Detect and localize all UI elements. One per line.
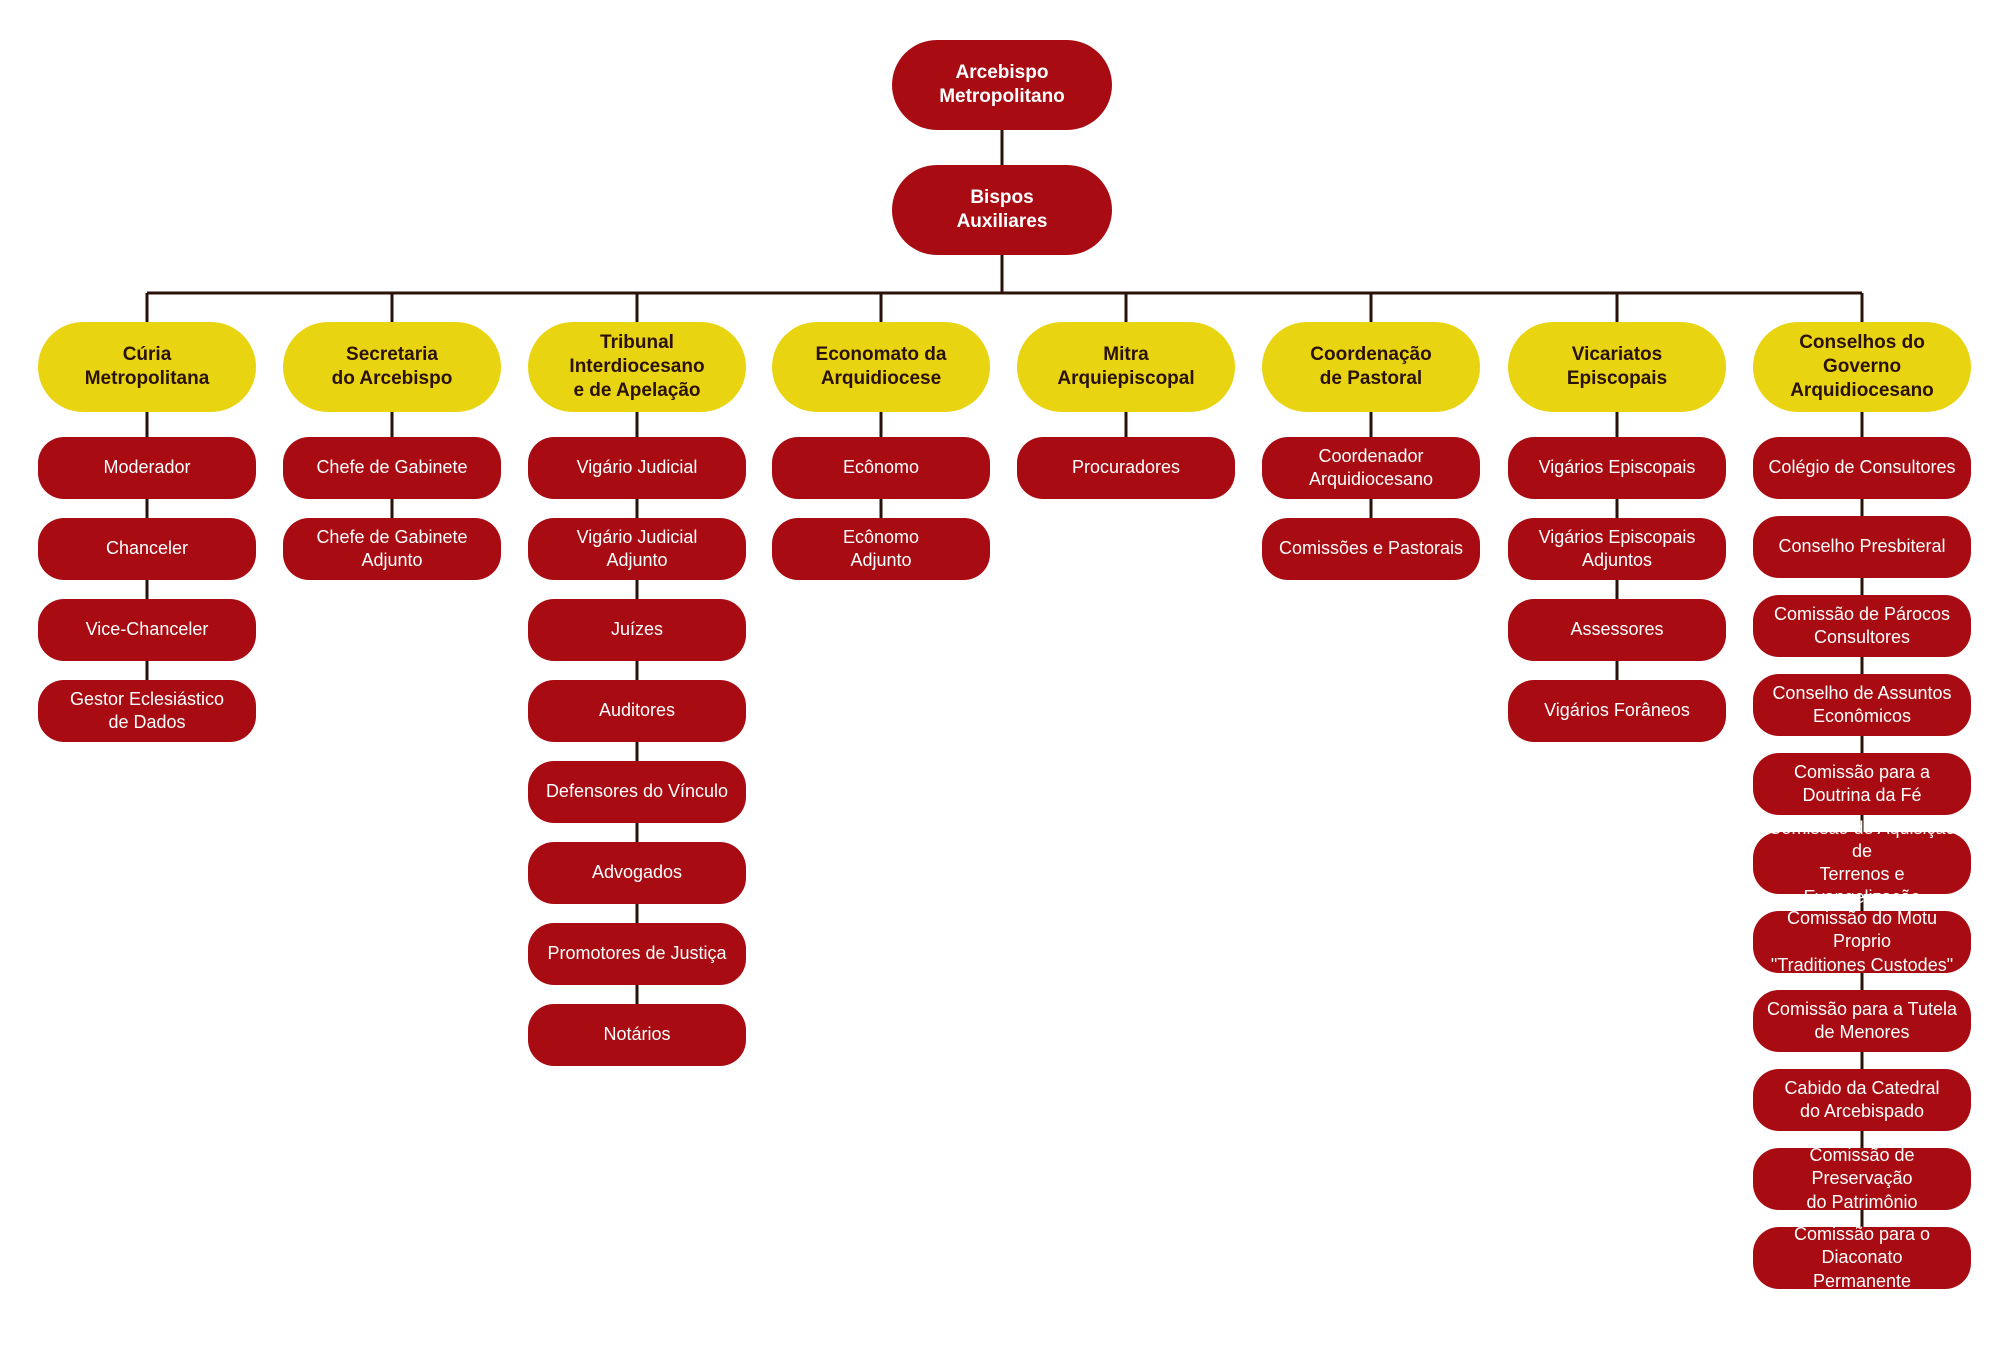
sub-node-colegio-de-consultores: Colégio de Consultores — [1753, 437, 1971, 499]
department-conselhos-do-governo-arquidiocesano: Conselhos do Governo Arquidiocesano — [1753, 322, 1971, 412]
sub-node-comissao-do-motu-proprio-traditiones-custodes: Comissão do Motu Proprio "Traditiones Cu… — [1753, 908, 1971, 975]
sub-node-economo: Ecônomo — [772, 437, 990, 499]
sub-node-cabido-da-catedral-do-arcebispado: Cabido da Catedral do Arcebispado — [1753, 1069, 1971, 1131]
sub-node-vigarios-episcopais-adjuntos: Vigários Episcopais Adjuntos — [1508, 518, 1726, 580]
sub-node-promotores-de-justica: Promotores de Justiça — [528, 923, 746, 985]
sub-node-vigarios-foraneos: Vigários Forâneos — [1508, 680, 1726, 742]
department-secretaria-do-arcebispo: Secretaria do Arcebispo — [283, 322, 501, 412]
sub-node-chefe-de-gabinete: Chefe de Gabinete — [283, 437, 501, 499]
department-tribunal-interdiocesano-e-de-apelacao: Tribunal Interdiocesano e de Apelação — [528, 322, 746, 412]
sub-node-comissao-de-preservacao-do-patrimonio: Comissão de Preservação do Patrimônio — [1753, 1145, 1971, 1212]
sub-node-advogados: Advogados — [528, 842, 746, 904]
sub-node-comissao-de-parocos-consultores: Comissão de Párocos Consultores — [1753, 595, 1971, 657]
sub-node-notarios: Notários — [528, 1004, 746, 1066]
sub-node-vigario-judicial: Vigário Judicial — [528, 437, 746, 499]
top-node-bispos-auxiliares: Bispos Auxiliares — [892, 165, 1112, 255]
sub-node-coordenador-arquidiocesano: Coordenador Arquidiocesano — [1262, 437, 1480, 499]
sub-node-gestor-eclesiastico-de-dados: Gestor Eclesiástico de Dados — [38, 680, 256, 742]
sub-node-chefe-de-gabinete-adjunto: Chefe de Gabinete Adjunto — [283, 518, 501, 580]
department-mitra-arquiepiscopal: Mitra Arquiepiscopal — [1017, 322, 1235, 412]
sub-node-conselho-de-assuntos-economicos: Conselho de Assuntos Econômicos — [1753, 674, 1971, 736]
department-vicariatos-episcopais: Vicariatos Episcopais — [1508, 322, 1726, 412]
department-coordenacao-de-pastoral: Coordenação de Pastoral — [1262, 322, 1480, 412]
sub-node-vice-chanceler: Vice-Chanceler — [38, 599, 256, 661]
top-node-arcebispo-metropolitano: Arcebispo Metropolitano — [892, 40, 1112, 130]
sub-node-comissoes-e-pastorais: Comissões e Pastorais — [1262, 518, 1480, 580]
sub-node-auditores: Auditores — [528, 680, 746, 742]
sub-node-comissao-para-a-tutela-de-menores: Comissão para a Tutela de Menores — [1753, 990, 1971, 1052]
sub-node-conselho-presbiteral: Conselho Presbiteral — [1753, 516, 1971, 578]
sub-node-comissao-de-aquisicao-de-terrenos-e-evangelizacao: Comissão de Aquisição de Terrenos e Evan… — [1753, 818, 1971, 907]
sub-node-juizes: Juízes — [528, 599, 746, 661]
department-curia-metropolitana: Cúria Metropolitana — [38, 322, 256, 412]
sub-node-procuradores: Procuradores — [1017, 437, 1235, 499]
sub-node-economo-adjunto: Ecônomo Adjunto — [772, 518, 990, 580]
sub-node-vigario-judicial-adjunto: Vigário Judicial Adjunto — [528, 518, 746, 580]
sub-node-defensores-do-vinculo: Defensores do Vínculo — [528, 761, 746, 823]
sub-node-moderador: Moderador — [38, 437, 256, 499]
sub-node-chanceler: Chanceler — [38, 518, 256, 580]
sub-node-assessores: Assessores — [1508, 599, 1726, 661]
sub-node-comissao-para-o-diaconato-permanente: Comissão para o Diaconato Permanente — [1753, 1224, 1971, 1291]
department-economato-da-arquidiocese: Economato da Arquidiocese — [772, 322, 990, 412]
sub-node-vigarios-episcopais: Vigários Episcopais — [1508, 437, 1726, 499]
sub-node-comissao-para-a-doutrina-da-fe: Comissão para a Doutrina da Fé — [1753, 753, 1971, 815]
